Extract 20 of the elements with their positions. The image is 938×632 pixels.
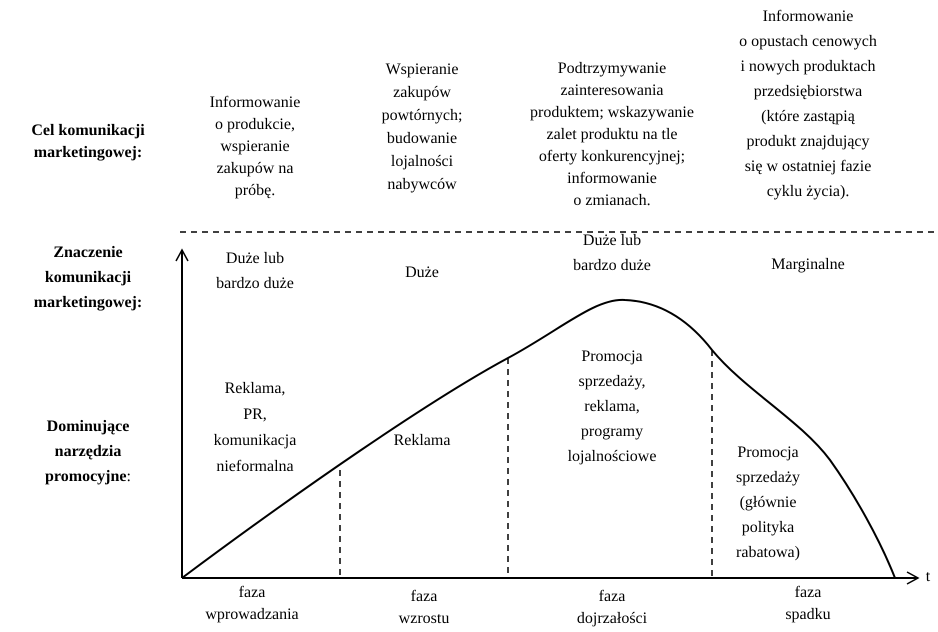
importance-text: Duże lub bardzo duże [215,249,295,294]
tool-text: Promocja sprzedaży (głównie polityka rabatowa) [735,443,801,563]
importance-text: Duże lub bardzo duże [572,231,652,276]
goal-text: Wspieranie zakupów powtórnych; budowanie lojalności nabywców [380,60,464,195]
axis-label: t [924,567,932,587]
phase-label: faza spadku [784,583,832,625]
tool-text: Reklama, PR, komunikacja nieformalna [212,379,298,477]
row-heading: Dominujące narzędzia promocyjne: [44,417,132,487]
importance-text: Duże [404,263,440,283]
goal-text: Informowanie o produkcie, wspieranie zakupów na próbę. [208,93,302,201]
tool-text: Promocja sprzedaży, reklama, programy lojalnościowe [566,347,658,467]
phase-label: faza wprowadzania [204,583,300,625]
importance-text: Marginalne [770,255,846,275]
row-heading: Znaczenie komunikacji marketingowej: [32,243,144,313]
goal-text: Podtrzymywanie zainteresowania produktem; wskazywanie zalet produktu na tle oferty konkurencyjnej; informowanie o zmianach. [529,59,695,211]
phase-label: faza dojrzałości [576,587,648,629]
tool-text: Reklama [392,431,452,451]
phase-label: faza wzrostu [398,587,450,629]
row-heading: Cel komunikacji marketingowej: [30,121,146,163]
goal-text: Informowanie o opustach cenowych i nowych produktach przedsiębiorstwa (które zastąpią produkt znajdujący się w ostatniej fazie cyklu życia). [738,7,878,202]
